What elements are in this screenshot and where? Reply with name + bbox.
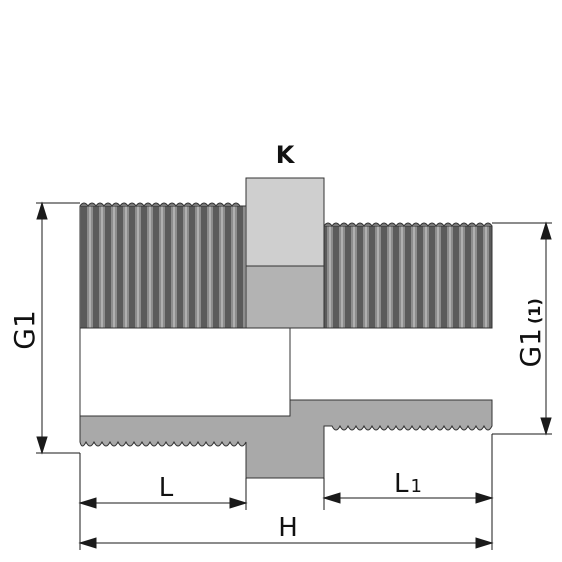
hex-upper <box>245 177 325 267</box>
section-wall <box>79 399 493 479</box>
label-l1-main: L <box>394 469 409 499</box>
dim-g1-right <box>540 221 552 436</box>
right-thread <box>323 225 493 329</box>
label-g1-right-sub: (1) <box>525 298 544 324</box>
dim-l <box>78 497 248 509</box>
label-g1-right: G1 <box>514 328 547 368</box>
label-h: H <box>278 513 298 543</box>
dim-g1-left <box>36 201 48 455</box>
dim-l1 <box>322 492 494 504</box>
dim-h <box>78 537 494 549</box>
bore-outline <box>79 328 291 417</box>
label-g1-left: G1 <box>8 310 41 350</box>
extension-lines <box>36 202 552 550</box>
label-l1-sub: 1 <box>411 476 422 497</box>
left-thread-crest-top <box>79 202 241 207</box>
label-k: K <box>276 141 296 169</box>
label-l: L <box>159 473 174 503</box>
label-g1-right-group: G1 (1) <box>514 298 547 367</box>
right-thread-crest-top <box>323 222 493 227</box>
hex-lower <box>245 265 325 329</box>
left-thread <box>79 205 247 329</box>
